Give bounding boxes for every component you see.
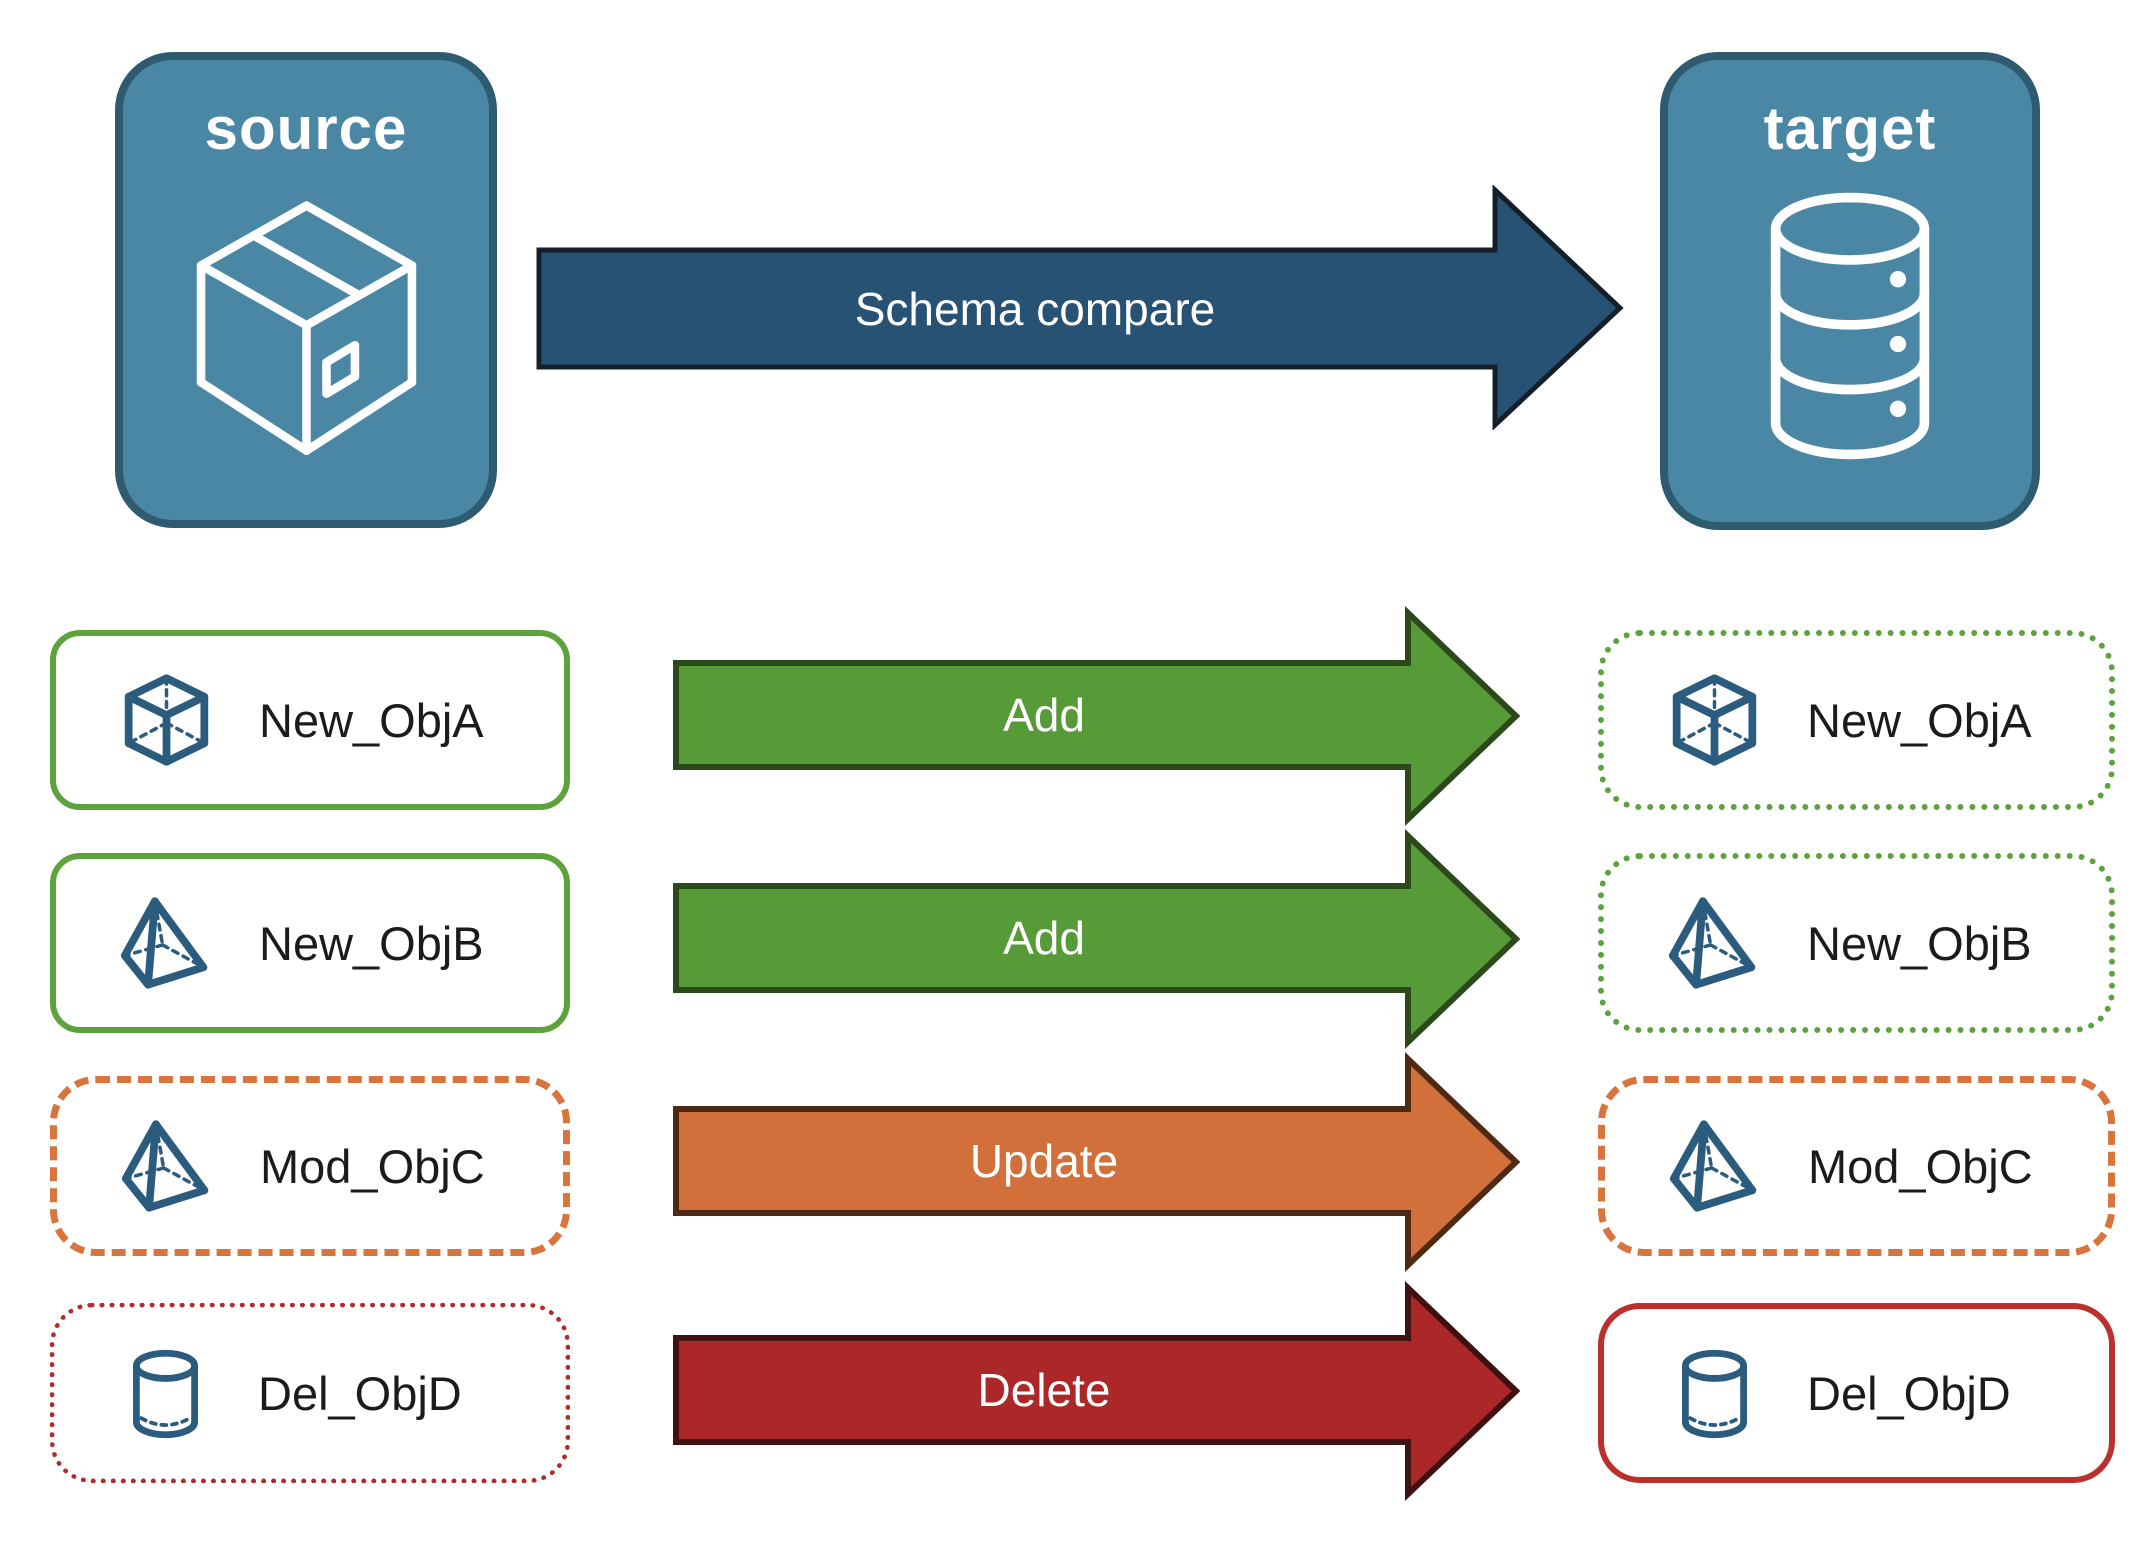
target-object-box-new-objb: New_ObjB <box>1598 853 2115 1033</box>
arrow-label: Update <box>970 1135 1118 1187</box>
target-object-box-del-objd: Del_ObjD <box>1598 1303 2115 1483</box>
cube-icon <box>124 674 209 766</box>
add-arrow-1: Add <box>673 605 1520 827</box>
cylinder-icon <box>133 1349 198 1439</box>
pyramid-icon <box>121 1120 209 1212</box>
package-icon <box>196 201 416 455</box>
object-label: Del_ObjD <box>258 1366 462 1420</box>
pyramid-icon <box>120 897 208 989</box>
cylinder-icon <box>1682 1349 1747 1439</box>
source-object-box-del-objd: Del_ObjD <box>50 1303 570 1483</box>
object-label: Del_ObjD <box>1807 1366 2011 1420</box>
arrow-label: Add <box>1003 912 1085 964</box>
schema-compare-label: Schema compare <box>855 283 1216 335</box>
object-label: Mod_ObjC <box>260 1139 485 1193</box>
arrow-label: Add <box>1003 689 1085 741</box>
pyramid-icon <box>1669 1120 1757 1212</box>
target-badge: target <box>1660 52 2040 530</box>
database-icon <box>1770 192 1930 460</box>
cube-icon <box>1672 674 1757 766</box>
schema-compare-arrow: Schema compare <box>536 185 1624 430</box>
delete-arrow: Delete <box>673 1280 1520 1502</box>
object-label: New_ObjA <box>1807 693 2032 747</box>
target-object-box-new-obja: New_ObjA <box>1598 630 2115 810</box>
pyramid-icon <box>1668 897 1756 989</box>
object-label: New_ObjB <box>259 916 484 970</box>
source-object-box-mod-objc: Mod_ObjC <box>50 1076 570 1256</box>
object-label: New_ObjA <box>259 693 484 747</box>
target-badge-label: target <box>1763 95 1937 162</box>
object-label: New_ObjB <box>1807 916 2032 970</box>
source-badge: source <box>115 52 497 528</box>
update-arrow: Update <box>673 1051 1520 1273</box>
object-label: Mod_ObjC <box>1808 1139 2033 1193</box>
source-object-box-new-objb: New_ObjB <box>50 853 570 1033</box>
add-arrow-2: Add <box>673 828 1520 1050</box>
source-object-box-new-obja: New_ObjA <box>50 630 570 810</box>
arrow-label: Delete <box>978 1364 1111 1416</box>
source-badge-label: source <box>204 95 408 162</box>
target-object-box-mod-objc: Mod_ObjC <box>1598 1076 2115 1256</box>
